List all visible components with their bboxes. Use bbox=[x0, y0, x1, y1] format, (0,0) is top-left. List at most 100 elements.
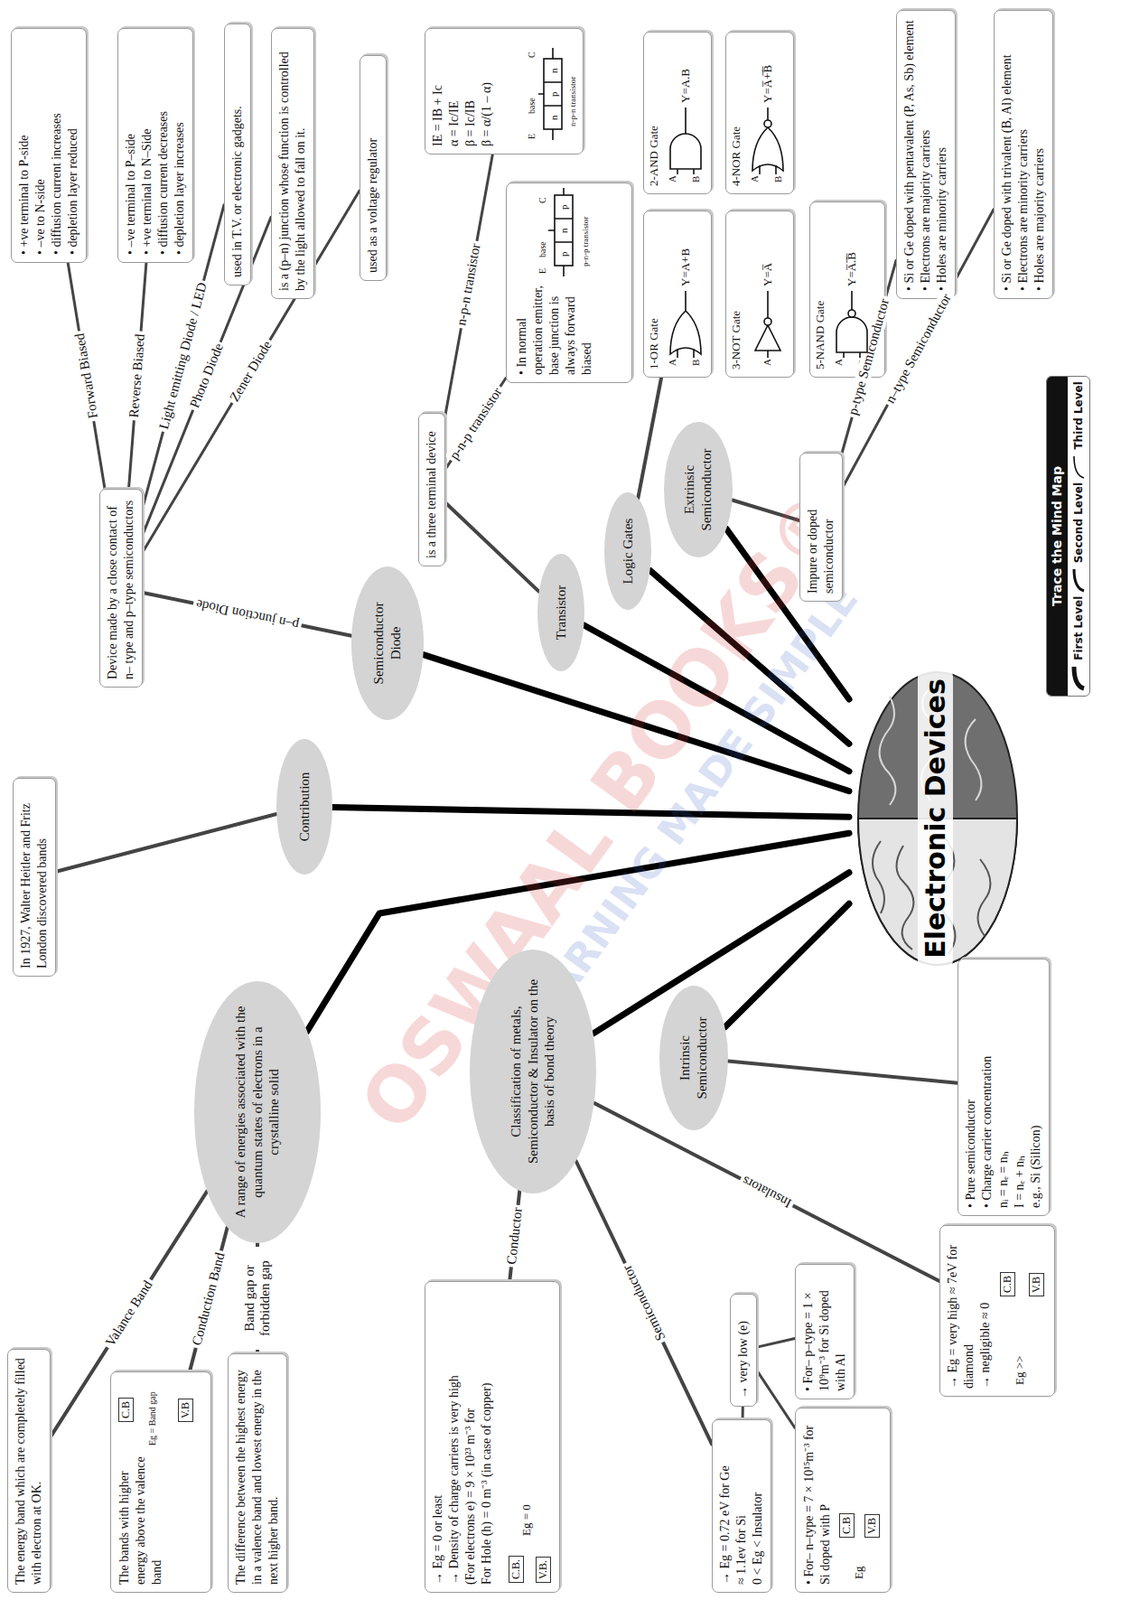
node-text: • For– n–type = 7 × 10¹⁵m⁻³ for Si doped… bbox=[801, 1412, 834, 1585]
node-text: Intrinsic Semiconductor bbox=[676, 1008, 711, 1107]
node-text: base bbox=[526, 97, 539, 114]
node-text: V.B. bbox=[535, 1556, 552, 1583]
node-text: E bbox=[537, 268, 550, 274]
branch-connector bbox=[594, 1102, 940, 1281]
node-text: In 1927, Walter Heitler and Fritz London… bbox=[18, 785, 51, 969]
branch-connector bbox=[741, 1406, 745, 1420]
node-text: • Holes are majority carriers bbox=[1031, 18, 1048, 291]
legend-item: First Level bbox=[1071, 596, 1086, 692]
node-text: → Eg = 0.72 eV for Ge bbox=[717, 1427, 734, 1585]
node-text: IE = IB + Ic bbox=[429, 36, 447, 147]
node-text: Eg bbox=[851, 1566, 868, 1579]
node-text: Contribution bbox=[296, 772, 314, 842]
branch-connector bbox=[724, 903, 850, 1028]
info-box: is a three terminal device bbox=[418, 412, 446, 567]
pnp-transistor-symbol bbox=[548, 187, 573, 277]
node-text: • +ve terminal to P-side bbox=[16, 36, 33, 255]
topic-ellipse: Transistor bbox=[537, 553, 585, 672]
info-box: The difference between the highest energ… bbox=[227, 1353, 288, 1593]
node-text: Logic Gates bbox=[619, 518, 637, 585]
nand-gate-symbol bbox=[836, 290, 868, 358]
node-text: • For– p–type = 1 × 10⁹m⁻³ for Si doped … bbox=[800, 1271, 850, 1392]
node-text: Device made by a close contact of n– typ… bbox=[104, 496, 138, 680]
topic-ellipse: Classification of metals, Semiconductor … bbox=[469, 949, 597, 1194]
branch-connector bbox=[423, 654, 850, 792]
branch-connector bbox=[728, 1061, 958, 1084]
node-text: B bbox=[689, 359, 702, 366]
edge-label: Light emitting Diode / LED bbox=[155, 278, 212, 434]
node-text: A bbox=[665, 175, 679, 183]
node-text: • depletion layer reduced bbox=[65, 36, 82, 255]
info-box: The energy band which are completely fil… bbox=[7, 1348, 51, 1593]
node-text: base bbox=[537, 241, 550, 258]
node-text: • +ve terminal to N–Side bbox=[139, 36, 156, 255]
node-text: E bbox=[526, 133, 539, 140]
not-gate-symbol bbox=[755, 290, 781, 358]
central-brain: Electronic Devices bbox=[849, 669, 1021, 968]
edge-label: Zener Diode bbox=[225, 336, 278, 408]
or-gate-symbol bbox=[670, 290, 701, 358]
edge-label: Valance Band bbox=[100, 1275, 157, 1352]
info-box: • Si or Ge doped with pentavalent (P, As… bbox=[896, 9, 956, 299]
node-text: β = α/(1 – α) bbox=[478, 36, 496, 147]
legend-row: First LevelSecond LevelThird Level bbox=[1067, 376, 1090, 696]
branch-connector bbox=[445, 502, 540, 592]
node-text: Transistor bbox=[552, 585, 570, 640]
info-box: • For– n–type = 7 × 10¹⁵m⁻³ for Si doped… bbox=[794, 1407, 891, 1593]
node-text: n bbox=[547, 68, 561, 75]
node-text: A range of energies associated with the … bbox=[232, 1004, 283, 1220]
branch-connector bbox=[142, 592, 352, 636]
branch-connector bbox=[56, 813, 277, 872]
node-text: The energy band which are completely fil… bbox=[12, 1356, 46, 1585]
edge-label: p-n-p transistor bbox=[444, 382, 507, 465]
branch-connector bbox=[637, 377, 662, 499]
info-box: 3-NOT GateAY=A̅ bbox=[725, 210, 795, 378]
info-box: Impure or doped semiconductor bbox=[799, 452, 843, 602]
node-text: is a (p–n) junction whose function is co… bbox=[276, 36, 309, 291]
legend-box: Trace the Mind MapFirst LevelSecond Leve… bbox=[1046, 375, 1091, 697]
node-text: ≈ 1.1ev for Si bbox=[733, 1427, 750, 1585]
legend-sample bbox=[1071, 663, 1086, 692]
watermark: OSWAAL BOOKS® bbox=[343, 472, 867, 1146]
info-box: 1-OR GateABY=A+B bbox=[643, 210, 712, 378]
nor-gate-symbol bbox=[752, 107, 784, 175]
node-text: V.B bbox=[864, 1513, 880, 1538]
node-text: Y=A.B bbox=[678, 68, 694, 103]
node-text: 4-NOR Gate bbox=[728, 126, 745, 187]
node-text: A bbox=[665, 358, 679, 366]
node-text: V.B bbox=[1028, 1272, 1045, 1297]
node-text: I = nₑ + nₕ bbox=[1011, 966, 1028, 1208]
edge-label: Conduction Band bbox=[187, 1248, 229, 1350]
node-text: is a three terminal device bbox=[423, 420, 440, 559]
info-box: → very low (e) bbox=[729, 1293, 757, 1407]
node-text: n bbox=[547, 115, 561, 122]
node-text: α = Ic/IE bbox=[446, 36, 463, 147]
edge-label: Forward Biased bbox=[71, 329, 102, 423]
node-text: Y=A̅ bbox=[760, 262, 776, 287]
branch-connector bbox=[593, 872, 851, 1034]
branch-connector bbox=[332, 807, 850, 818]
node-text: • Si or Ge doped with trivalent (B, Al) … bbox=[999, 18, 1016, 291]
edge-label: Insulators bbox=[737, 1171, 797, 1213]
branch-connector bbox=[67, 262, 105, 489]
edge-label: Band gap or forbidden gap bbox=[242, 1246, 274, 1350]
node-text: • Charge carrier concentration bbox=[979, 966, 996, 1208]
node-text: 0 < Eg < Insulator bbox=[749, 1427, 767, 1585]
node-text: 5-NAND Gate bbox=[812, 300, 829, 370]
node-text: → very low (e) bbox=[735, 1301, 752, 1399]
info-box: used in T.V. or electronic gadgets. bbox=[224, 23, 252, 286]
edge-label: Reverse Biased bbox=[126, 330, 150, 421]
node-text: A bbox=[747, 175, 761, 183]
npn-transistor-symbol bbox=[538, 47, 562, 141]
node-text: p bbox=[557, 205, 570, 211]
node-text: C.B bbox=[118, 1397, 134, 1422]
node-text: Extrinsic Semiconductor bbox=[681, 445, 716, 534]
node-text: A bbox=[760, 358, 774, 366]
topic-ellipse: Logic Gates bbox=[604, 492, 652, 610]
legend-item: Third Level bbox=[1071, 381, 1086, 480]
info-box: • –ve terminal to P–side• +ve terminal t… bbox=[117, 28, 194, 263]
node-text: nᵢ = nₑ = nₕ bbox=[995, 966, 1012, 1208]
node-text: Y=A̅+̅B̅ bbox=[760, 65, 776, 103]
node-text: • In normal operation emitter, base junc… bbox=[513, 277, 596, 375]
